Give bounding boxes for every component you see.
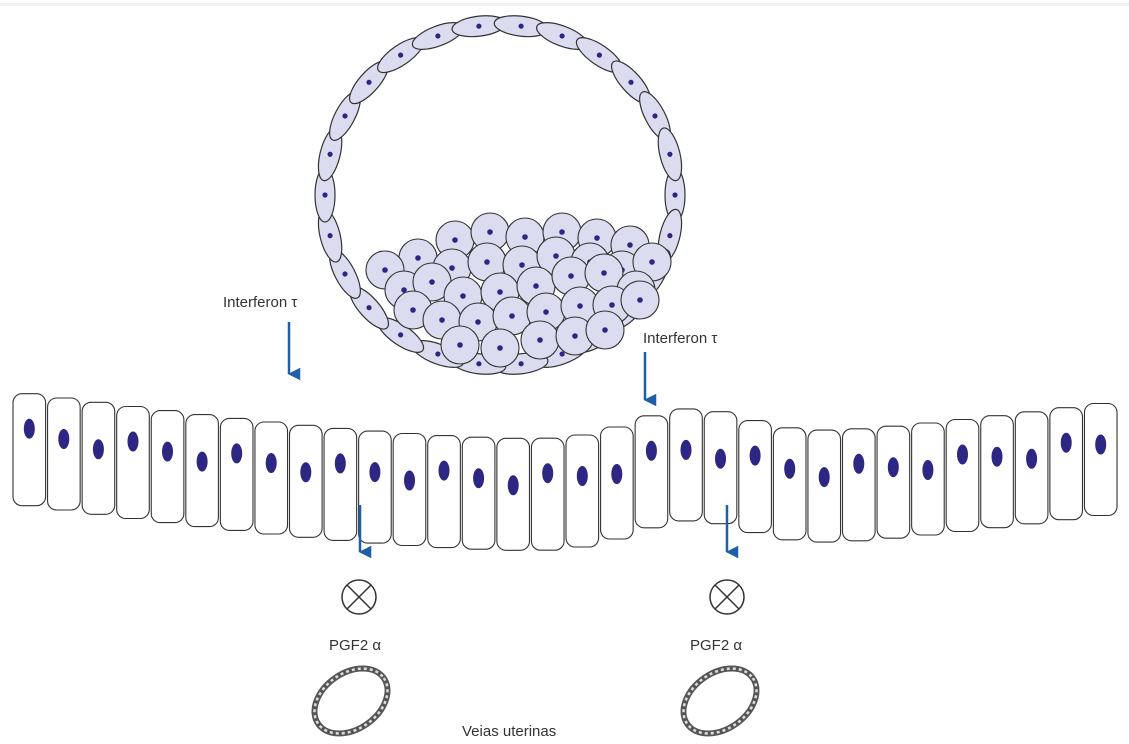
epithelial-cell xyxy=(946,420,979,532)
epithelial-cell xyxy=(186,415,219,527)
epithelial-cell xyxy=(739,421,772,533)
epithelial-cell xyxy=(220,418,253,530)
epithelial-cell xyxy=(912,423,945,535)
epithelial-cell xyxy=(393,434,426,546)
epithelial-cell xyxy=(981,416,1014,528)
epithelial-cell xyxy=(877,426,910,538)
inner-cell xyxy=(441,326,479,364)
trophectoderm-cell xyxy=(654,126,686,183)
epithelial-cell xyxy=(428,436,461,548)
epithelial-cell xyxy=(773,428,806,540)
interferon-label-right: Interferon τ xyxy=(643,330,717,347)
pgf-label-left: PGF2 α xyxy=(329,637,381,654)
epithelial-cell xyxy=(497,438,530,550)
uterine-epithelium xyxy=(13,394,1117,551)
inner-cell xyxy=(521,321,559,359)
interferon-label-left: Interferon τ xyxy=(223,294,297,311)
epithelial-cell xyxy=(324,428,357,540)
epithelial-cell xyxy=(1015,412,1048,524)
epithelial-cell xyxy=(255,422,288,534)
epithelial-cell xyxy=(290,425,323,537)
epithelial-cell xyxy=(670,409,703,521)
epithelial-cell xyxy=(808,430,841,542)
inner-cell xyxy=(586,311,624,349)
epithelial-cell xyxy=(1084,404,1117,516)
epithelial-cell xyxy=(704,412,737,524)
inhibition-icon-right xyxy=(710,580,744,614)
vein-icon-right xyxy=(671,655,769,744)
epithelial-cell xyxy=(462,437,495,549)
veins-label: Veias uterinas xyxy=(462,723,556,740)
epithelial-cell xyxy=(843,429,876,541)
epithelial-cell xyxy=(601,427,634,539)
epithelial-cell xyxy=(13,394,46,506)
inhibition-icon-left xyxy=(342,580,376,614)
epithelial-cell xyxy=(359,431,392,543)
pgf-label-right: PGF2 α xyxy=(690,637,742,654)
vein-icon-left xyxy=(302,655,400,744)
epithelial-cell xyxy=(151,411,184,523)
epithelial-cell xyxy=(48,398,81,510)
epithelial-cell xyxy=(635,416,668,528)
epithelial-cell xyxy=(566,435,599,547)
epithelial-cell xyxy=(531,438,564,550)
epithelial-cell xyxy=(1050,408,1083,520)
epithelial-cell xyxy=(117,407,150,519)
inner-cell xyxy=(481,329,519,367)
epithelial-cell xyxy=(82,402,115,514)
inner-cell xyxy=(621,281,659,319)
